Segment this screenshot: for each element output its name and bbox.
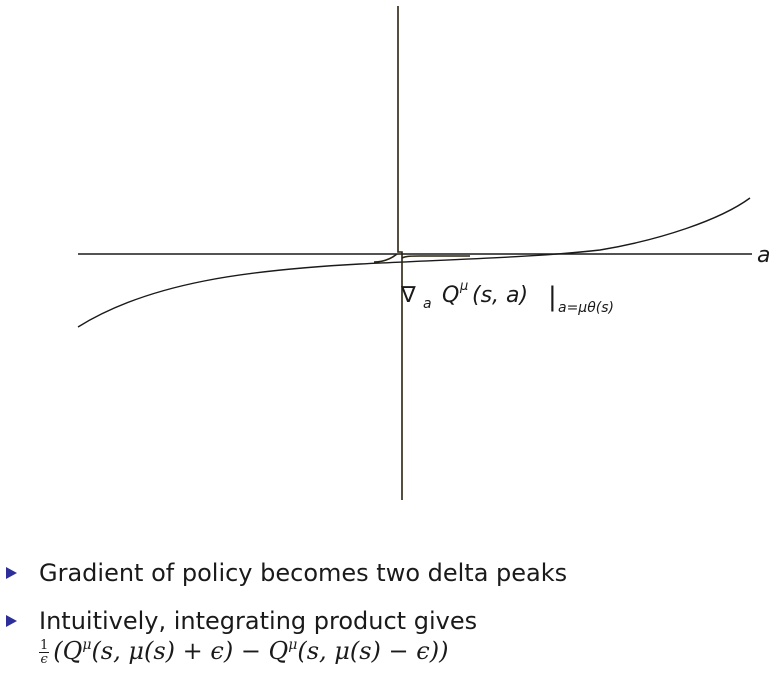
evaluation-subscript: a=μθ(s) [558, 300, 614, 316]
q-arguments: (s, a) [472, 283, 528, 308]
finite-difference-formula: 1 ϵ (Qμ(s, μ(s) + ϵ) − Qμ(s, μ(s) − ϵ)) [39, 637, 448, 677]
delta-left-join [373, 253, 398, 263]
formula-part: (s, μ(s) + ϵ) − Q [91, 637, 289, 665]
evaluation-bar: | [548, 282, 557, 312]
bullet-text: Gradient of policy becomes two delta pea… [39, 559, 568, 587]
nabla-subscript: a [423, 296, 432, 312]
formula-superscript: μ [288, 637, 298, 653]
triangle-bullet-icon [6, 615, 17, 627]
triangle-bullet-icon [6, 567, 17, 579]
formula-superscript: μ [82, 637, 92, 653]
nabla-symbol: ∇ [400, 283, 416, 308]
q-superscript: μ [459, 279, 468, 294]
bullet-text: Intuitively, integrating product gives [39, 607, 478, 635]
gradient-annotation: ∇ a Q μ (s, a) | a=μθ(s) [400, 279, 614, 316]
q-curve [77, 197, 751, 328]
formula-part: (s, μ(s) − ϵ)) [297, 637, 449, 665]
diagram: a ∇ a Q μ (s, a) | a=μθ(s) [77, 6, 770, 500]
fraction-numerator: 1 [39, 638, 50, 653]
delta-right-join [401, 255, 470, 259]
q-symbol: Q [442, 283, 459, 308]
formula-part: (Q [53, 637, 83, 665]
axis-label: a [757, 243, 770, 268]
fraction-denominator: ϵ [40, 652, 48, 667]
delta-pulse-vertical [397, 6, 403, 500]
fraction: 1 ϵ [39, 638, 50, 667]
